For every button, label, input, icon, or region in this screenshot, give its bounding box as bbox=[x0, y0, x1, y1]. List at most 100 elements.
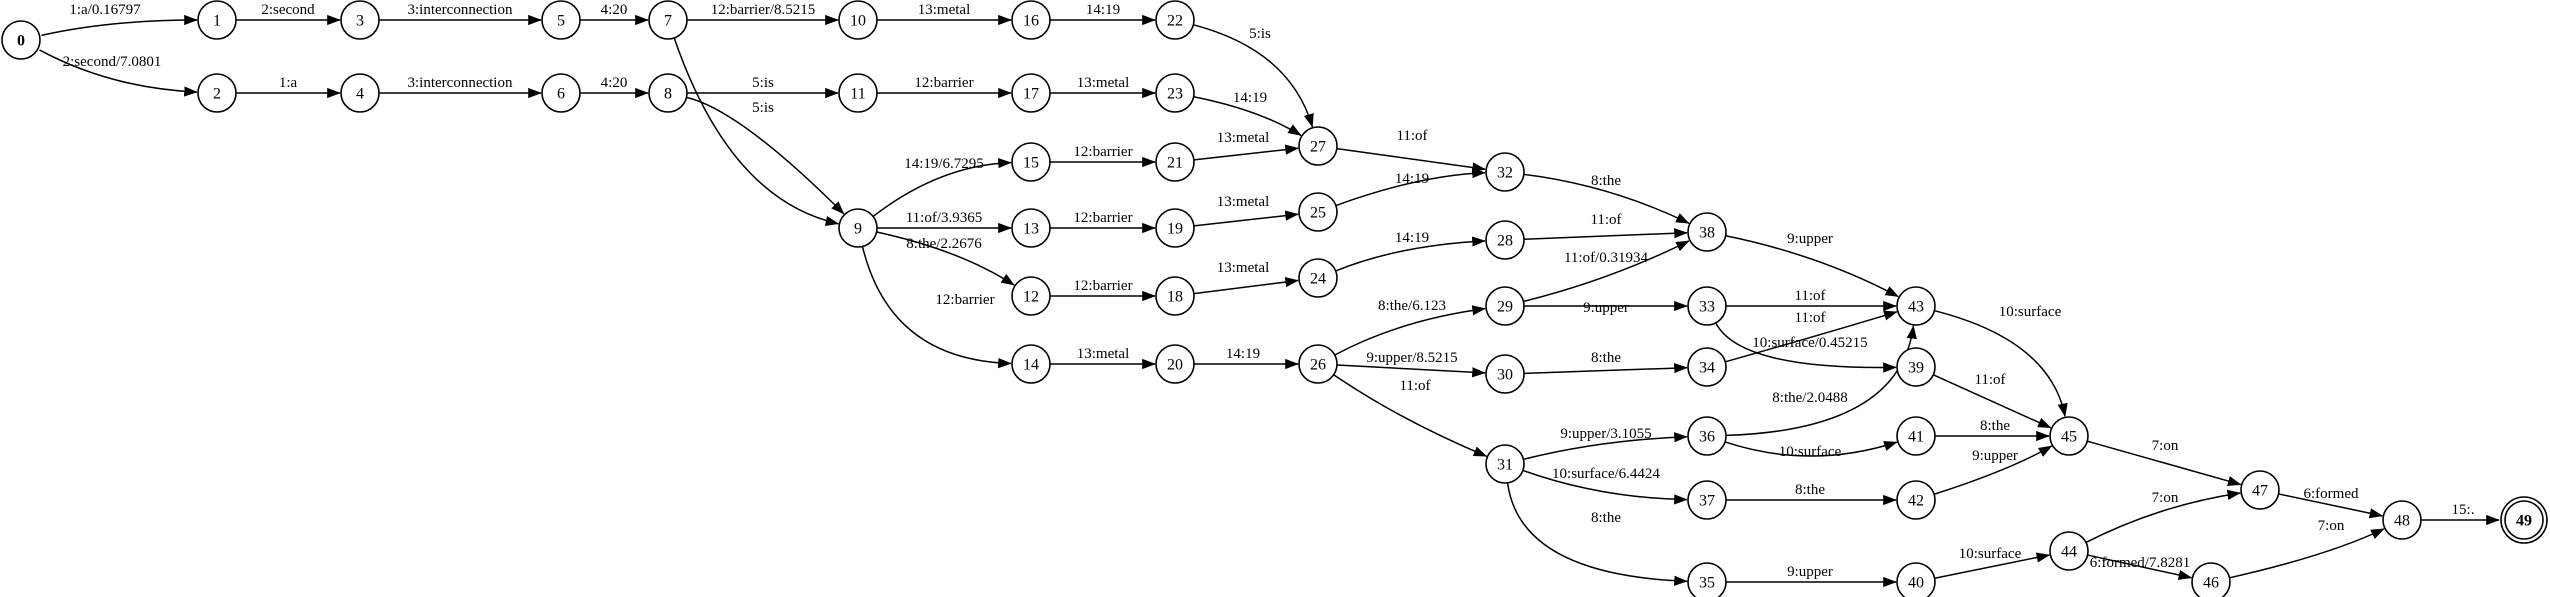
state-node-47: 47 bbox=[2240, 470, 2280, 510]
edge-label-9-12: 8:the/2.2676 bbox=[906, 236, 982, 252]
state-circle bbox=[1687, 212, 1727, 252]
edge-29-38 bbox=[1523, 240, 1690, 303]
state-label: 11 bbox=[850, 86, 865, 103]
state-circle bbox=[648, 0, 688, 40]
edge-26-30 bbox=[1336, 364, 1486, 378]
state-label: 24 bbox=[1310, 271, 1326, 288]
edge-label-28-38: 11:of bbox=[1590, 212, 1621, 228]
state-circle bbox=[340, 73, 380, 113]
edge-label-17-23: 13:metal bbox=[1077, 75, 1130, 91]
state-label: 45 bbox=[2061, 429, 2077, 446]
state-node-6: 6 bbox=[541, 73, 581, 113]
state-circle bbox=[1011, 276, 1051, 316]
state-circle bbox=[1687, 286, 1727, 326]
state-circle bbox=[1298, 192, 1338, 232]
state-node-40: 40 bbox=[1896, 562, 1936, 597]
edge-label-27-32: 11:of bbox=[1396, 128, 1427, 144]
state-node-18: 18 bbox=[1155, 276, 1195, 316]
state-circle bbox=[541, 0, 581, 40]
state-label: 8 bbox=[664, 86, 672, 103]
edge-label-39-45: 11:of bbox=[1974, 372, 2005, 388]
state-label: 18 bbox=[1167, 289, 1183, 306]
state-circle bbox=[1298, 126, 1338, 166]
state-circle bbox=[1896, 480, 1936, 520]
edge-label-29-33: 9:upper bbox=[1583, 300, 1629, 316]
edge-7-9 bbox=[673, 37, 840, 226]
state-node-41: 41 bbox=[1896, 416, 1936, 456]
edge-label-26-30: 9:upper/8.5215 bbox=[1366, 350, 1457, 366]
edge-label-10-16: 13:metal bbox=[918, 2, 971, 18]
edge-label-47-48: 6:formed bbox=[2304, 486, 2359, 502]
state-circle bbox=[1896, 562, 1936, 597]
state-node-39: 39 bbox=[1896, 347, 1936, 387]
state-circle bbox=[197, 73, 237, 113]
state-node-12: 12 bbox=[1011, 276, 1051, 316]
state-circle bbox=[197, 0, 237, 40]
edge-label-2-4: 1:a bbox=[279, 75, 298, 91]
edge-label-36-43: 8:the/2.0488 bbox=[1772, 390, 1847, 406]
state-node-43: 43 bbox=[1896, 286, 1936, 326]
state-label: 33 bbox=[1699, 299, 1715, 316]
edge-label-0-2: 2:second/7.0801 bbox=[63, 54, 162, 70]
state-circle bbox=[1485, 444, 1525, 484]
state-node-35: 35 bbox=[1687, 562, 1727, 597]
edge-label-13-19: 12:barrier bbox=[1073, 210, 1132, 226]
state-circle bbox=[1485, 220, 1525, 260]
state-label: 14 bbox=[1023, 357, 1039, 374]
edge-label-9-15: 14:19/6.7295 bbox=[904, 156, 984, 172]
state-label: 20 bbox=[1167, 357, 1183, 374]
edge-label-12-18: 12:barrier bbox=[1073, 278, 1132, 294]
state-node-37: 37 bbox=[1687, 480, 1727, 520]
state-circle bbox=[838, 0, 878, 40]
edge-label-32-38: 8:the bbox=[1591, 173, 1621, 189]
state-node-32: 32 bbox=[1485, 152, 1525, 192]
edge-label-40-44: 10:surface bbox=[1959, 546, 2022, 562]
state-node-27: 27 bbox=[1298, 126, 1338, 166]
state-node-14: 14 bbox=[1011, 344, 1051, 384]
state-circle bbox=[1485, 286, 1525, 326]
state-node-7: 7 bbox=[648, 0, 688, 40]
edge-label-16-22: 14:19 bbox=[1086, 2, 1120, 18]
state-label: 7 bbox=[664, 13, 672, 30]
state-node-0: 0 bbox=[1, 20, 41, 60]
state-node-24: 24 bbox=[1298, 258, 1338, 298]
state-label: 28 bbox=[1497, 233, 1513, 250]
state-node-2: 2 bbox=[197, 73, 237, 113]
state-circle bbox=[1155, 142, 1195, 182]
state-label: 19 bbox=[1167, 221, 1183, 238]
edge-40-44 bbox=[1934, 552, 2051, 579]
edge-label-48-49: 15:. bbox=[2452, 502, 2475, 518]
edge-9-15 bbox=[872, 157, 1012, 218]
state-label: 41 bbox=[1908, 429, 1924, 446]
state-node-30: 30 bbox=[1485, 354, 1525, 394]
edge-label-34-43: 11:of bbox=[1794, 310, 1825, 326]
state-label: 4 bbox=[356, 86, 364, 103]
edge-label-26-31: 11:of bbox=[1399, 378, 1430, 394]
state-node-49: 49 bbox=[2500, 496, 2548, 544]
state-node-1: 1 bbox=[197, 0, 237, 40]
edge-43-45 bbox=[1934, 309, 2068, 418]
state-label: 38 bbox=[1699, 225, 1715, 242]
state-label: 31 bbox=[1497, 457, 1513, 474]
edge-31-37 bbox=[1522, 469, 1688, 505]
state-circle bbox=[1011, 73, 1051, 113]
edge-44-47 bbox=[2085, 489, 2241, 544]
state-label: 36 bbox=[1699, 429, 1715, 446]
state-circle bbox=[1155, 344, 1195, 384]
state-node-19: 19 bbox=[1155, 208, 1195, 248]
edge-label-44-46: 6:formed/7.8281 bbox=[2090, 555, 2190, 571]
state-circle bbox=[340, 0, 380, 40]
state-label: 5 bbox=[557, 13, 565, 30]
edge-34-43 bbox=[1725, 310, 1898, 363]
state-node-4: 4 bbox=[340, 73, 380, 113]
state-circle bbox=[1155, 73, 1195, 113]
edge-30-34 bbox=[1523, 363, 1688, 375]
edge-25-32 bbox=[1335, 168, 1486, 207]
edge-label-7-10: 12:barrier/8.5215 bbox=[711, 2, 816, 18]
state-circle bbox=[2382, 500, 2422, 540]
edge-label-14-20: 13:metal bbox=[1077, 346, 1130, 362]
edge-38-43 bbox=[1725, 235, 1899, 298]
state-label: 35 bbox=[1699, 575, 1715, 592]
edge-label-42-45: 9:upper bbox=[1972, 448, 2018, 464]
